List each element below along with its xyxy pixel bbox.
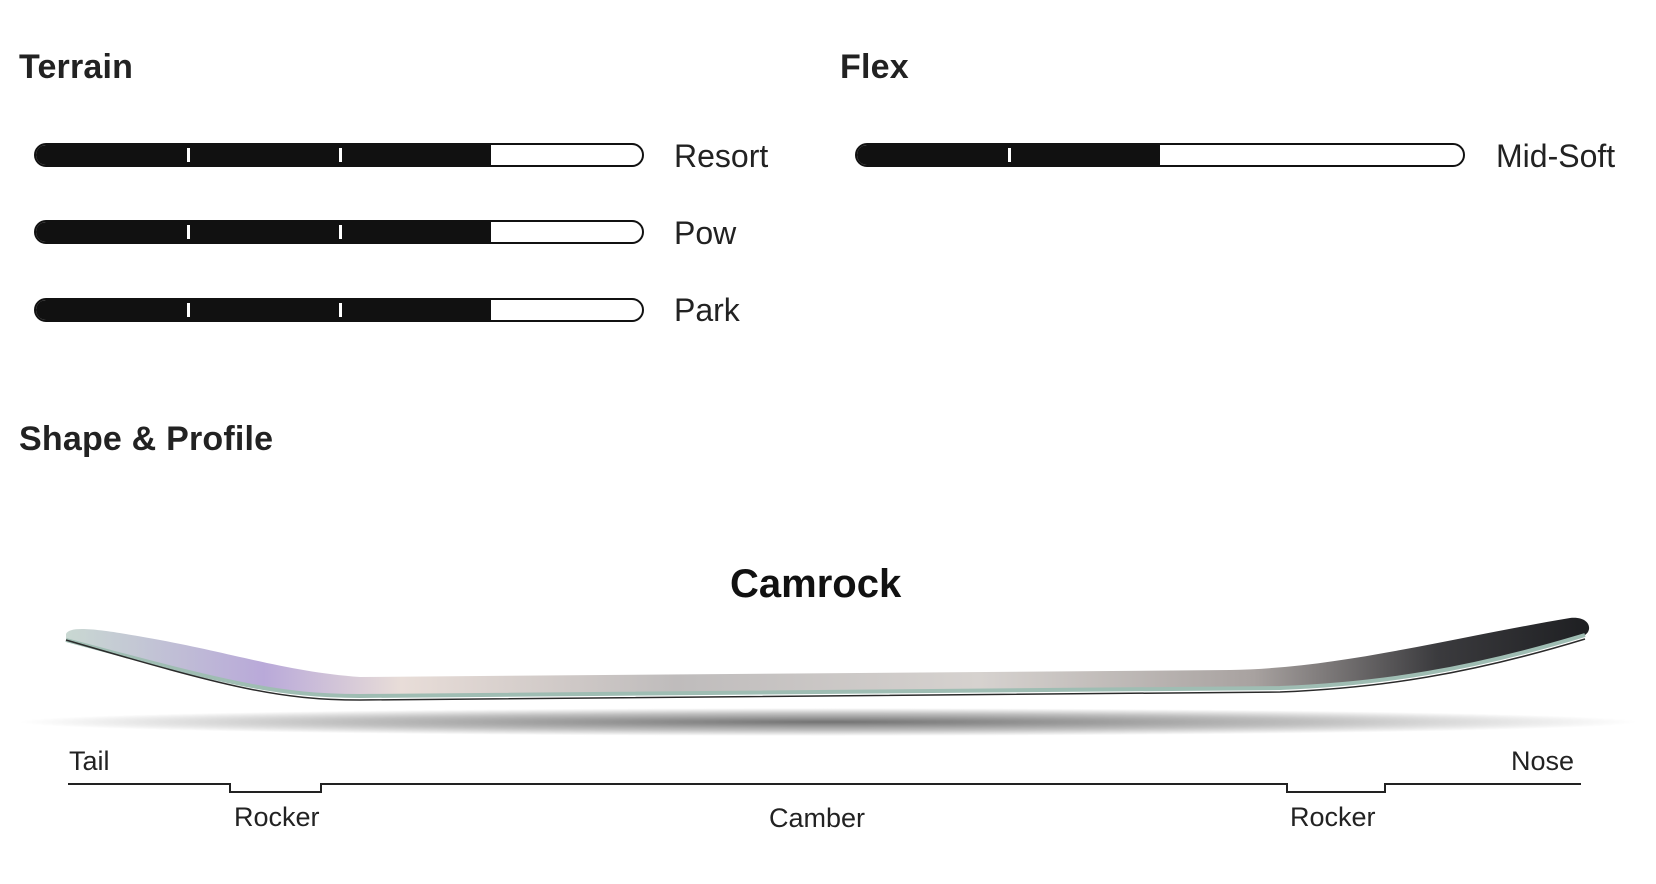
snowboard-profile-image bbox=[18, 617, 1638, 736]
rocker-left-label: Rocker bbox=[234, 802, 320, 832]
nose-label: Nose bbox=[1511, 746, 1575, 776]
terrain-bar-fill bbox=[36, 300, 491, 320]
flex-label: Mid-Soft bbox=[1496, 138, 1616, 174]
terrain-bar-fill bbox=[36, 222, 491, 242]
terrain-bar-resort bbox=[34, 143, 644, 167]
nose-line bbox=[1384, 783, 1581, 785]
terrain-label-pow: Pow bbox=[674, 215, 737, 251]
tail-line bbox=[68, 783, 231, 785]
tail-label: Tail bbox=[69, 746, 110, 776]
rocker-left-line bbox=[229, 791, 322, 793]
shape-profile-heading: Shape & Profile bbox=[19, 420, 274, 458]
flex-heading: Flex bbox=[840, 48, 909, 86]
profile-name: Camrock bbox=[730, 562, 902, 606]
terrain-bar-park bbox=[34, 298, 644, 322]
camber-label: Camber bbox=[769, 803, 866, 833]
terrain-label-resort: Resort bbox=[674, 138, 769, 174]
terrain-bar-fill bbox=[36, 145, 491, 165]
terrain-heading: Terrain bbox=[19, 48, 134, 86]
terrain-bar-pow bbox=[34, 220, 644, 244]
rocker-right-line bbox=[1286, 791, 1386, 793]
camber-line bbox=[320, 783, 1288, 785]
flex-bar bbox=[855, 143, 1465, 167]
terrain-label-park: Park bbox=[674, 292, 740, 328]
rocker-right-label: Rocker bbox=[1290, 802, 1376, 832]
